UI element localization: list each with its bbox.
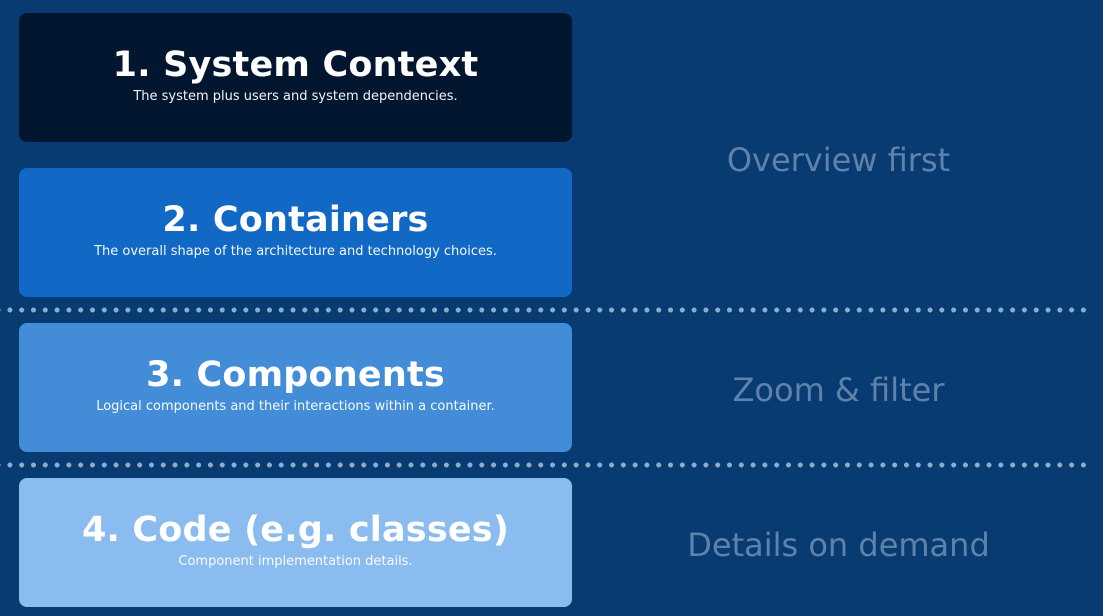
dotted-divider [0, 307, 1090, 313]
level-title: 3. Components [146, 355, 445, 395]
level-code: 4. Code (e.g. classes) Component impleme… [19, 478, 572, 607]
overview-first-label: Overview first [726, 141, 951, 179]
details-on-demand-label: Details on demand [687, 526, 990, 564]
level-description: Logical components and their interaction… [96, 399, 495, 414]
level-description: The overall shape of the architecture an… [94, 244, 497, 259]
level-title: 1. System Context [112, 45, 479, 85]
level-description: The system plus users and system depende… [133, 89, 458, 104]
level-containers: 2. Containers The overall shape of the a… [19, 168, 572, 297]
level-system-context: 1. System Context The system plus users … [19, 13, 572, 142]
level-title: 4. Code (e.g. classes) [81, 510, 510, 550]
zoom-filter-label: Zoom & filter [732, 371, 945, 409]
level-description: Component implementation details. [178, 554, 413, 569]
level-title: 2. Containers [162, 200, 429, 240]
level-components: 3. Components Logical components and the… [19, 323, 572, 452]
dotted-divider [0, 462, 1090, 468]
